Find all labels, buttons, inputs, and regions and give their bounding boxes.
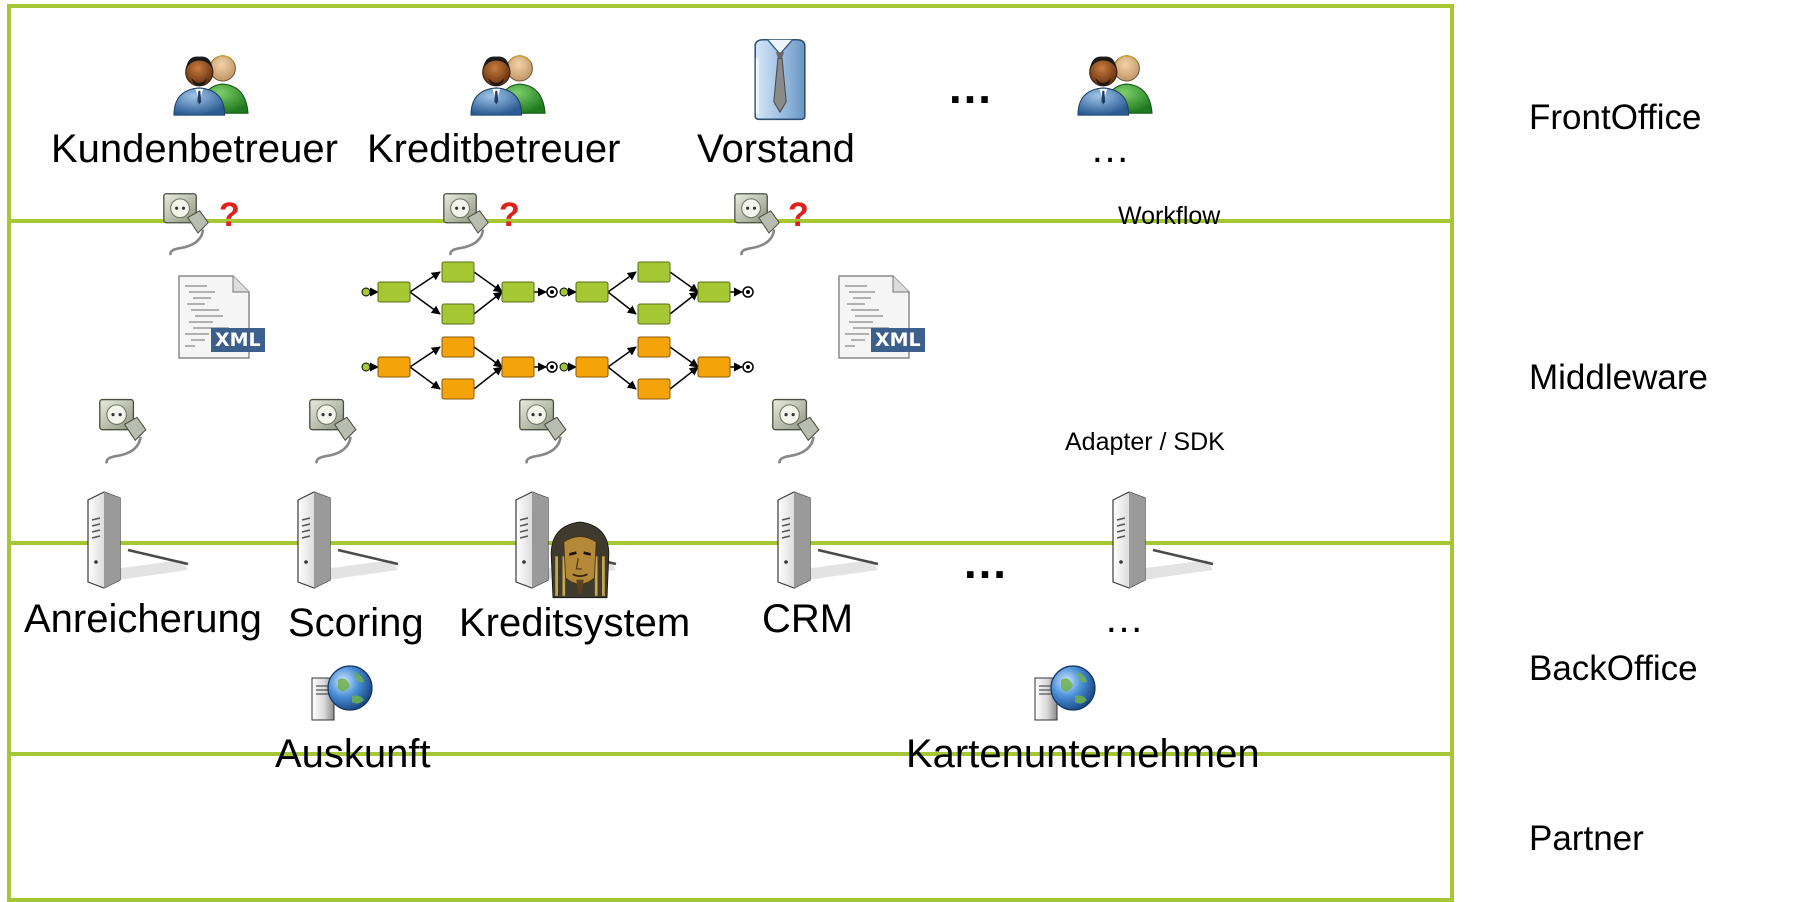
actor-kreditbetreuer: Kreditbetreuer (367, 127, 621, 171)
backoffice-band (7, 541, 1454, 756)
actor-kundenbetreuer: Kundenbetreuer (51, 127, 338, 171)
globe-server-icon (1031, 662, 1101, 722)
plug-icon (732, 192, 794, 256)
system-anreicherung: Anreicherung (24, 597, 262, 641)
system-kreditsystem: Kreditsystem (459, 601, 691, 645)
actor-vorstand: Vorstand (697, 127, 855, 171)
plug-icon (98, 397, 160, 465)
shirt-tie-icon (749, 36, 811, 122)
plug-icon (161, 192, 223, 256)
system-scoring: Scoring (288, 601, 424, 645)
system-more: … (1104, 597, 1144, 641)
sphinx-icon (544, 516, 616, 602)
server-icon (1095, 490, 1215, 590)
layer-label-frontoffice: FrontOffice (1529, 98, 1702, 137)
workflow-row-green (361, 261, 754, 325)
server-icon (280, 490, 400, 590)
frontoffice-band (7, 4, 1454, 223)
layer-label-backoffice: BackOffice (1529, 649, 1698, 688)
adapter-label: Adapter / SDK (1065, 428, 1225, 456)
people-icon (469, 48, 547, 118)
people-icon (1076, 48, 1154, 118)
plug-icon (441, 192, 503, 256)
plug-icon (308, 397, 370, 465)
question-mark: ? (219, 196, 240, 234)
layer-label-middleware: Middleware (1529, 358, 1708, 397)
plug-icon (771, 397, 833, 465)
more-dots: … (962, 536, 1010, 588)
xml-document-icon: XML (835, 272, 925, 362)
workflow-diagram (361, 261, 754, 400)
xml-badge: XML (871, 328, 925, 352)
partner-kartenunternehmen: Kartenunternehmen (906, 732, 1260, 776)
xml-document-icon: XML (175, 272, 265, 362)
globe-server-icon (308, 662, 378, 722)
system-crm: CRM (762, 597, 854, 641)
question-mark: ? (788, 196, 809, 234)
workflow-row-orange (361, 336, 754, 400)
layer-label-partner: Partner (1529, 819, 1644, 858)
question-mark: ? (499, 196, 520, 234)
server-icon (760, 490, 880, 590)
workflow-label: Workflow (1118, 202, 1221, 230)
server-icon (70, 490, 190, 590)
people-icon (172, 48, 250, 118)
more-dots: … (947, 61, 995, 113)
xml-badge: XML (211, 328, 265, 352)
plug-icon (518, 397, 580, 465)
partner-auskunft: Auskunft (275, 732, 431, 776)
actor-more: … (1090, 127, 1130, 171)
